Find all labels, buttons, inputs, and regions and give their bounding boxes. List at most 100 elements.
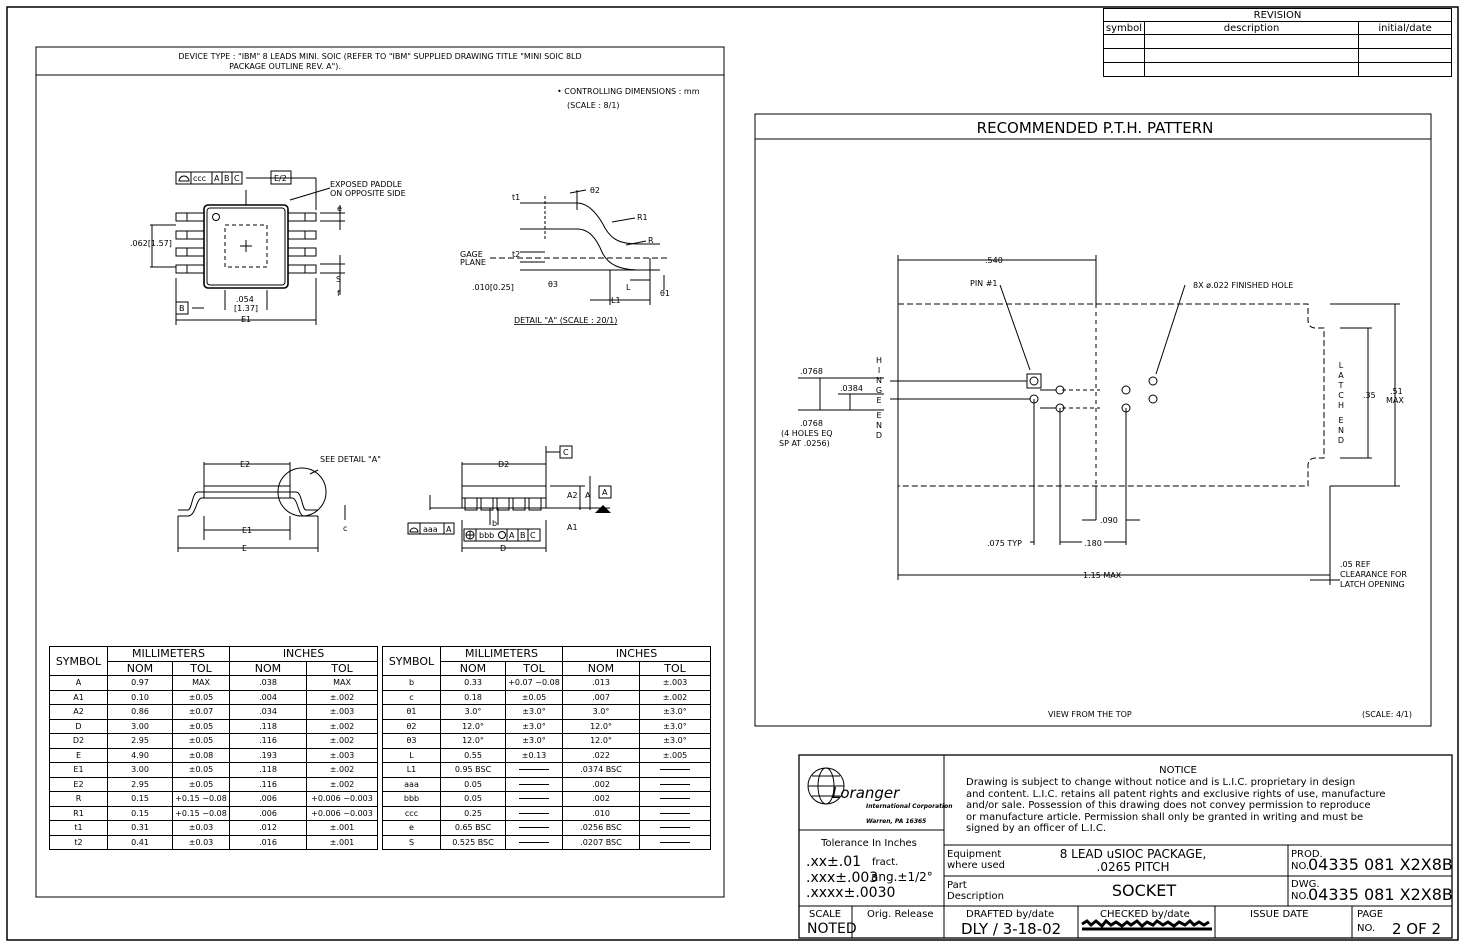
table-cell: .016 (229, 834, 307, 850)
pth-panel-border (754, 113, 1432, 727)
table-cell: .012 (229, 820, 307, 836)
table-cell: 12.0° (562, 718, 640, 734)
table-cell: S (382, 834, 441, 850)
table-cell: +0.07 −0.08 (505, 675, 563, 691)
tol-ang: ang.±1/2° (871, 870, 933, 884)
table-cell: ±.001 (306, 820, 378, 836)
label-d: D (500, 544, 506, 553)
col-in-tol-right: TOL (639, 660, 711, 676)
table-cell: .022 (562, 747, 640, 763)
table-cell: aaa (382, 776, 441, 792)
table-cell: ±.002 (639, 689, 711, 705)
label-t1: t1 (512, 193, 520, 202)
col-symbol: SYMBOL (49, 646, 108, 676)
fcf-bbb-a: A (509, 531, 515, 540)
dim-51: .51 (1390, 387, 1403, 396)
table-cell: 0.33 (440, 675, 506, 691)
drafted-value: DLY / 3-18-02 (961, 920, 1061, 938)
table-cell: ±3.0° (505, 704, 563, 720)
page-label: PAGE (1357, 909, 1383, 920)
table-cell: t1 (49, 820, 108, 836)
label-e1-side: E1 (242, 526, 252, 535)
dim-062: .062[1.57] (130, 239, 172, 248)
table-cell: ±0.13 (505, 747, 563, 763)
feature-control-frame-top (175, 170, 292, 315)
label-a1: A1 (567, 523, 578, 532)
dwg-no: NO. (1291, 891, 1309, 902)
table-cell: 2.95 (107, 776, 173, 792)
fcf-bbb-c: C (530, 531, 536, 540)
label-e-half: E/2 (274, 174, 287, 183)
table-cell: .116 (229, 776, 307, 792)
detail-a-caption: DETAIL "A" (SCALE : 20/1) (514, 316, 617, 325)
table-cell: θ3 (382, 733, 441, 749)
svg-text:E: E (876, 411, 881, 420)
fcf-bbb: bbb (479, 531, 494, 540)
label-s: S (336, 275, 341, 284)
table-cell (505, 762, 563, 778)
ref-line3: LATCH OPENING (1340, 580, 1405, 589)
table-cell: ±0.05 (172, 733, 230, 749)
col-millimeters: MILLIMETERS (107, 646, 230, 662)
label-e-pitch: e (337, 204, 342, 213)
ref-line1: .05 REF (1340, 560, 1371, 569)
table-cell: 0.97 (107, 675, 173, 691)
prod-no: NO. (1291, 861, 1309, 872)
table-cell: ±.002 (306, 733, 378, 749)
tolerance-title: Tolerance In Inches (820, 838, 917, 849)
svg-text:H: H (876, 356, 882, 365)
table-cell: .007 (562, 689, 640, 705)
label-c: c (343, 524, 347, 533)
table-cell: 0.55 (440, 747, 506, 763)
table-cell: 0.31 (107, 820, 173, 836)
table-cell: 0.05 (440, 776, 506, 792)
table-cell: A2 (49, 704, 108, 720)
table-cell: .010 (562, 805, 640, 821)
company-sub: International Corporation (866, 803, 952, 810)
label-e1-top: E1 (241, 315, 251, 324)
spec-table-left: SYMBOL MILLIMETERS INCHES NOM TOL NOM TO… (49, 646, 378, 850)
table-cell: θ1 (382, 704, 441, 720)
table-cell: .013 (562, 675, 640, 691)
label-e-side: E (242, 544, 247, 553)
table-cell: .193 (229, 747, 307, 763)
part-label-2: Description (947, 891, 1004, 902)
table-cell: ±0.05 (505, 689, 563, 705)
table-cell: ±.003 (639, 675, 711, 691)
table-cell: MAX (172, 675, 230, 691)
pin1-label: PIN #1 (970, 279, 998, 288)
table-cell (505, 820, 563, 836)
svg-text:N: N (1338, 426, 1344, 435)
col-in-nom: NOM (229, 660, 307, 676)
table-cell: .118 (229, 718, 307, 734)
table-cell: +0.15 −0.08 (172, 791, 230, 807)
table-cell: .006 (229, 791, 307, 807)
table-cell (505, 776, 563, 792)
table-cell: .118 (229, 762, 307, 778)
table-cell: E (49, 747, 108, 763)
equipment-value-2: .0265 PITCH (1097, 860, 1170, 874)
checked-signature (1081, 918, 1212, 931)
table-cell: ±.005 (639, 747, 711, 763)
notice-title: NOTICE (1159, 765, 1197, 776)
datum-c: C (563, 448, 569, 457)
label-r: R (648, 236, 654, 245)
tol-xxx: .xxx±.003 (806, 870, 878, 886)
sheet-border (6, 6, 1459, 941)
label-t2: t2 (512, 250, 520, 259)
equipment-label-1: Equipment (947, 849, 1001, 860)
svg-text:H: H (1338, 401, 1344, 410)
left-panel-border (35, 46, 725, 898)
dim-0768-bottom: .0768 (800, 419, 823, 428)
